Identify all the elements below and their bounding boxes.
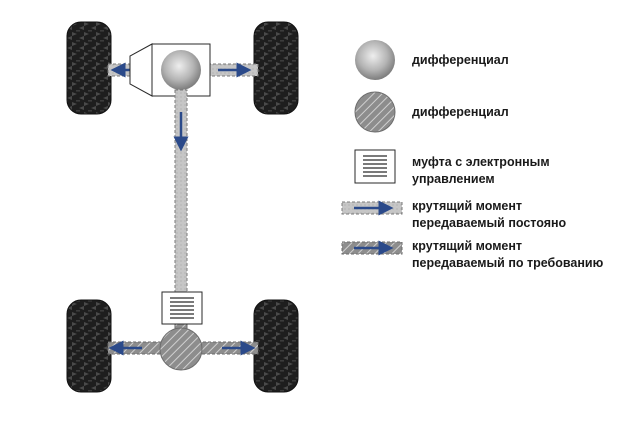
legend-label-permanent-torque: крутящий момент передаваемый постояно [412,199,567,230]
legend-on-demand-torque-symbol [341,240,403,256]
rear-differential [159,327,203,371]
legend-label-on-demand-torque: крутящий момент передаваемый по требован… [412,239,604,270]
legend-permanent-torque-symbol [341,200,403,216]
front-left-wheel [66,21,112,115]
rear-right-wheel [253,299,299,393]
legend-coupling-symbol [354,149,396,184]
front-right-wheel [253,21,299,115]
legend-label-locking-differential: дифференциал [412,105,509,119]
legend-label-open-differential: дифференциал [412,53,509,67]
front-differential [161,50,201,90]
legend-label-electronic-coupling: муфта с электронным управлением [412,155,550,186]
rear-left-wheel [66,299,112,393]
electronic-coupling [161,291,203,325]
legend-locking-differential-symbol [354,91,396,133]
propeller-shaft [173,89,189,293]
legend-open-differential-symbol [355,40,395,80]
